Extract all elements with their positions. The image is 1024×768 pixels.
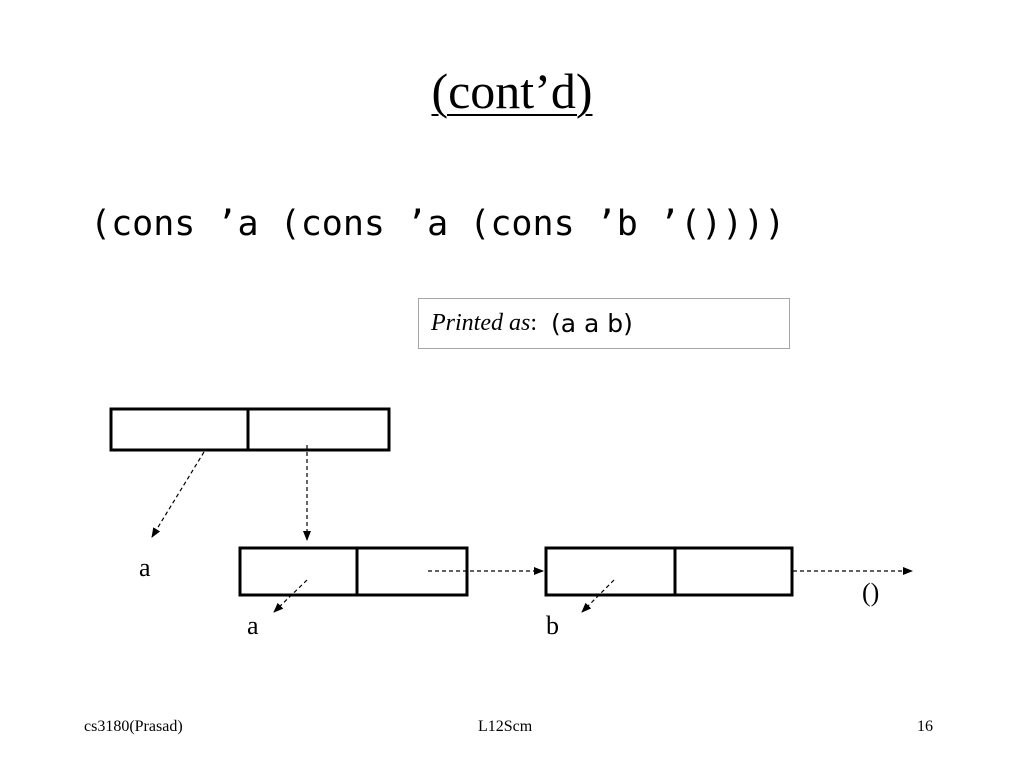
- footer-center: L12Scm: [478, 718, 533, 735]
- car-pointer-3: [581, 579, 615, 613]
- atom-a-second: a: [247, 611, 259, 640]
- printed-as-box: Printed as : (a a b): [418, 298, 790, 349]
- atom-b: b: [546, 611, 559, 640]
- code-expression: (cons ’a (cons ’a (cons ’b ’()))): [90, 204, 786, 244]
- printed-as-label: Printed as: [431, 310, 531, 336]
- printed-as-value: (a a b): [551, 309, 633, 338]
- cons-cell-2: [238, 546, 469, 597]
- cons-cell-3: [544, 546, 794, 597]
- footer-page-number: 16: [917, 718, 933, 735]
- footer-left: cs3180(Prasad): [84, 718, 183, 735]
- slide-title: (cont’d): [431, 63, 593, 119]
- car-pointer-1: [151, 451, 205, 538]
- atom-a-top: a: [139, 553, 151, 582]
- cons-cell-1: [109, 407, 391, 452]
- printed-as-colon: :: [530, 310, 537, 336]
- atom-nil: (): [862, 578, 879, 607]
- car-pointer-2: [273, 579, 308, 613]
